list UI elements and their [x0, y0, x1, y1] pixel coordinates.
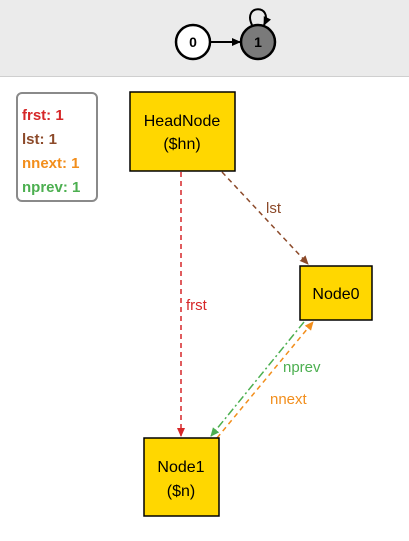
node-headnode-var: ($hn)	[163, 136, 200, 153]
legend-item-lst: lst: 1	[22, 131, 58, 148]
state-0-label: 0	[189, 34, 197, 50]
edge-nnext-line	[216, 321, 314, 439]
legend-item-frst: frst: 1	[22, 107, 64, 124]
node-headnode-name: HeadNode	[144, 113, 221, 130]
legend-item-nprev: nprev: 1	[22, 179, 81, 196]
state-graph: 0 1	[174, 8, 277, 61]
state-1-circle	[239, 23, 277, 61]
edge-lst: lst	[221, 171, 309, 265]
edge-nprev-line	[210, 321, 305, 437]
legend: frst: 1 lst: 1 nnext: 1 nprev: 1	[16, 92, 98, 202]
node-node0-box	[299, 265, 373, 321]
state-1[interactable]: 1	[239, 23, 277, 61]
edge-lst-label: lst	[266, 200, 282, 217]
node-node1-name: Node1	[157, 459, 204, 476]
node-node1[interactable]: Node1 ($n)	[143, 437, 220, 517]
edge-frst-label: frst	[186, 297, 208, 314]
node-node1-box	[143, 437, 220, 517]
edge-nprev-label: nprev	[283, 359, 321, 376]
node-node0-name: Node0	[312, 286, 359, 303]
node-headnode-box	[129, 91, 236, 172]
state-self-loop-edge	[249, 8, 272, 26]
edge-lst-line	[221, 171, 309, 265]
node-node0[interactable]: Node0	[299, 265, 373, 321]
edge-nnext-label: nnext	[270, 391, 308, 408]
edge-nnext: nnext	[216, 321, 314, 439]
state-0-circle	[174, 23, 212, 61]
legend-item-nnext: nnext: 1	[22, 155, 80, 172]
edge-frst: frst	[177, 172, 208, 437]
node-headnode[interactable]: HeadNode ($hn)	[129, 91, 236, 172]
state-1-label: 1	[254, 34, 262, 50]
edge-nprev: nprev	[210, 321, 321, 437]
node-node1-var: ($n)	[167, 483, 195, 500]
state-0[interactable]: 0	[174, 23, 212, 61]
